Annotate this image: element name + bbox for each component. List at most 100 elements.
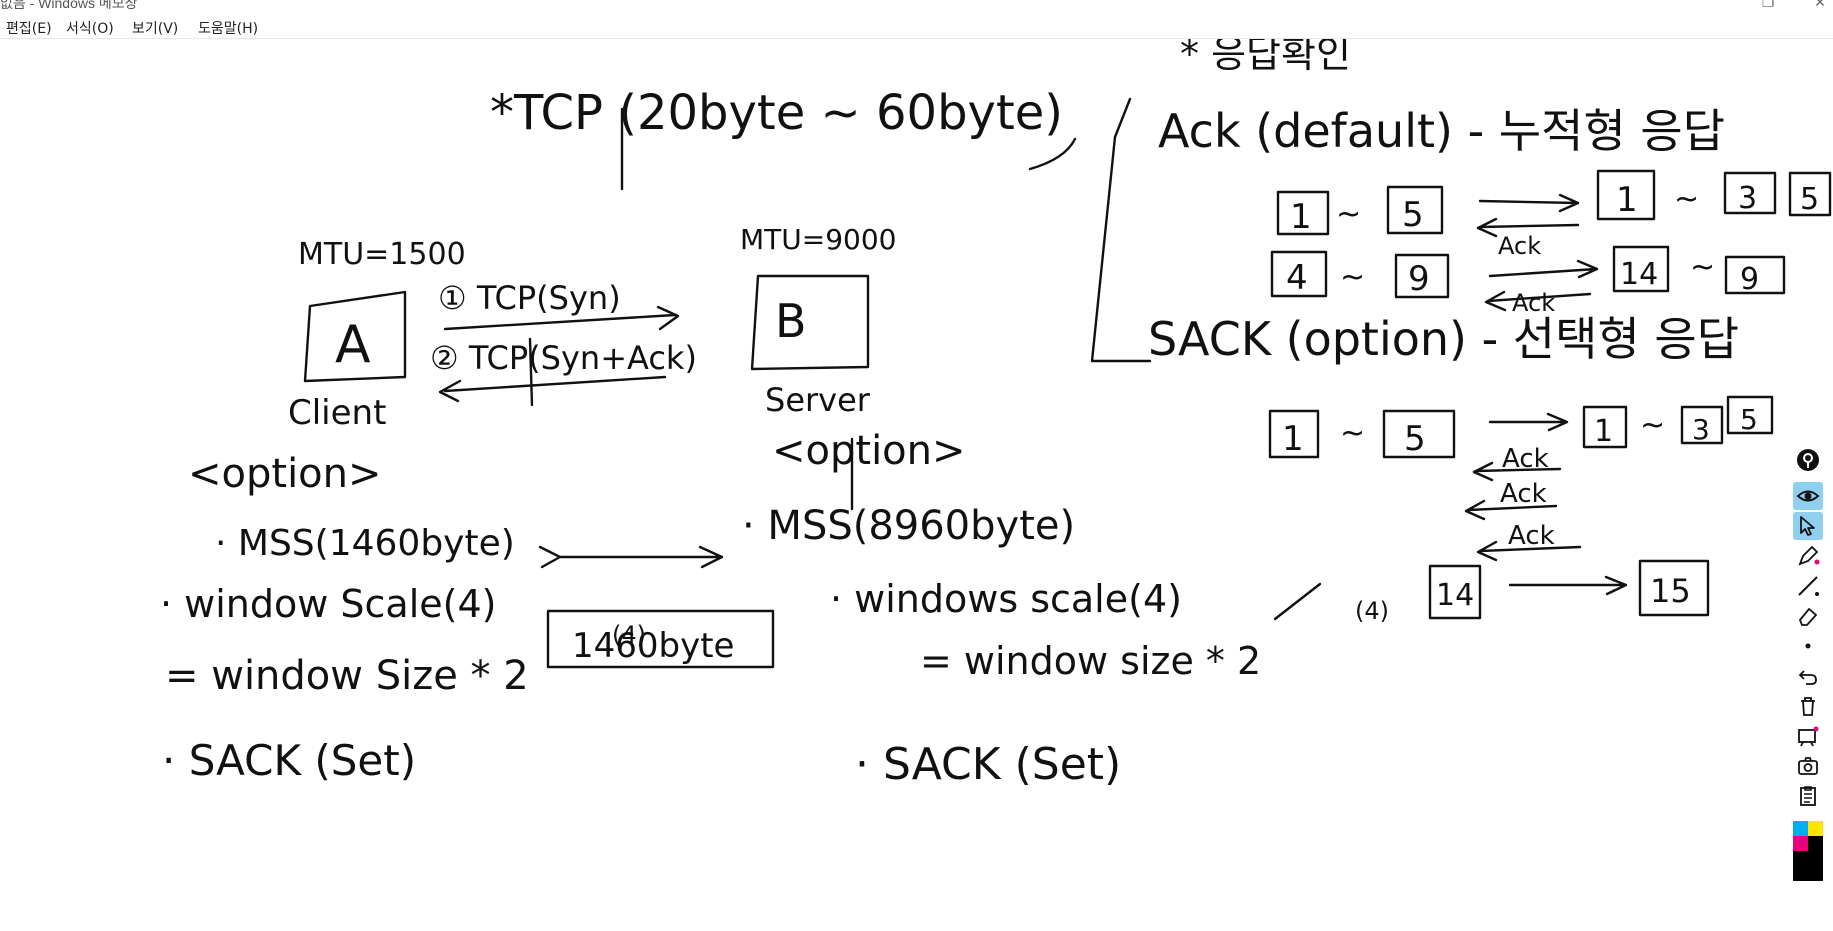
color-swatch-cyan[interactable] bbox=[1793, 821, 1808, 836]
seg-box bbox=[1582, 405, 1628, 449]
annotation-toolbar bbox=[1791, 446, 1825, 886]
server-label: Server bbox=[765, 381, 871, 419]
syn-arrow-stroke bbox=[443, 305, 680, 331]
camera-icon[interactable] bbox=[1793, 752, 1823, 780]
seg-tilde: ~ bbox=[1640, 408, 1665, 443]
seg-box bbox=[1394, 253, 1450, 299]
pointer-icon[interactable] bbox=[1793, 512, 1823, 540]
node-b-label: B bbox=[775, 294, 807, 348]
window-title: 없음 - Windows 메모장 bbox=[0, 0, 138, 11]
seg-box bbox=[1268, 409, 1320, 459]
ink-layer: *TCP (20byte ~ 60byte) * 응답확인 MTU=1500 M… bbox=[160, 39, 1832, 790]
seg-num: 1 bbox=[1282, 419, 1304, 459]
seg-tilde: ~ bbox=[1340, 260, 1365, 295]
seg-box bbox=[1276, 190, 1330, 236]
winscale-left: · window Scale(4) bbox=[160, 582, 496, 626]
mss-double-arrow-stroke bbox=[538, 545, 724, 569]
color-swatch-magenta[interactable] bbox=[1793, 836, 1808, 851]
seg-num: 1 bbox=[1594, 414, 1613, 449]
send-arrow-stroke bbox=[1478, 193, 1580, 213]
seg-num: 3 bbox=[1738, 181, 1757, 216]
seg-num: 5 bbox=[1404, 419, 1426, 459]
sack-left: · SACK (Set) bbox=[162, 736, 416, 785]
color-swatch-yellow[interactable] bbox=[1808, 821, 1823, 836]
drawing-canvas[interactable]: *TCP (20byte ~ 60byte) * 응답확인 MTU=1500 M… bbox=[0, 39, 1833, 931]
seg-box bbox=[1638, 559, 1710, 617]
clipboard-icon[interactable] bbox=[1793, 782, 1823, 810]
menu-help[interactable]: 도움말(H) bbox=[198, 21, 259, 37]
ack-text: Ack bbox=[1500, 479, 1547, 509]
seg-box bbox=[1428, 564, 1482, 620]
ack-text: Ack bbox=[1512, 289, 1555, 317]
seg-tilde: ~ bbox=[1674, 182, 1699, 217]
menu-view[interactable]: 보기(V) bbox=[132, 21, 179, 37]
sack-option-label: SACK (option) - 선택형 응답 bbox=[1148, 312, 1739, 366]
eraser-icon[interactable] bbox=[1793, 602, 1823, 630]
node-a-label: A bbox=[335, 315, 371, 375]
seg-num: 14 bbox=[1436, 578, 1474, 613]
seg-box bbox=[1382, 409, 1456, 459]
color-swatch-black[interactable] bbox=[1808, 836, 1823, 851]
dot-icon[interactable] bbox=[1793, 632, 1823, 660]
trash-icon[interactable] bbox=[1793, 692, 1823, 720]
pin-icon[interactable] bbox=[1793, 446, 1823, 474]
board-icon[interactable] bbox=[1793, 722, 1823, 750]
handshake-step-2: ② TCP(Syn+Ack) bbox=[430, 339, 697, 377]
mtu-a-label: MTU=1500 bbox=[298, 237, 466, 272]
winsize-left-exp: (4) bbox=[612, 621, 646, 649]
seg-box bbox=[1596, 169, 1656, 221]
mtu-b-label: MTU=9000 bbox=[740, 223, 896, 256]
ack-arrow-stroke bbox=[1472, 461, 1562, 482]
seg-tilde: ~ bbox=[1340, 416, 1365, 451]
ack-arrow-stroke bbox=[1484, 290, 1592, 312]
box-1460 bbox=[546, 609, 775, 669]
seg-tilde: ~ bbox=[1690, 250, 1715, 285]
menu-format[interactable]: 서식(O) bbox=[66, 21, 114, 37]
ack-arrow-stroke bbox=[1476, 217, 1580, 238]
winsize-right-exp: (4) bbox=[1355, 597, 1389, 625]
send-arrow-stroke bbox=[1488, 412, 1569, 432]
response-title: * 응답확인 bbox=[1180, 39, 1351, 76]
winscale-right-slash-stroke bbox=[1273, 582, 1322, 621]
bracket-stroke bbox=[1090, 97, 1152, 363]
seg-num: 3 bbox=[1692, 413, 1710, 446]
winsize-right: = window size * 2 bbox=[920, 639, 1261, 683]
box-1460-label: 1460byte bbox=[572, 626, 734, 666]
tcp-title-tail-stroke bbox=[1028, 137, 1077, 171]
seg-num: 5 bbox=[1800, 182, 1819, 217]
undo-icon[interactable] bbox=[1793, 662, 1823, 690]
ack-text: Ack bbox=[1498, 232, 1541, 260]
seg-num: 1 bbox=[1290, 197, 1312, 237]
winsize-left: = window Size * 2 bbox=[165, 653, 529, 699]
pen-icon[interactable] bbox=[1793, 542, 1823, 570]
ack-arrow-stroke bbox=[1476, 540, 1582, 562]
restore-icon[interactable]: ❐ bbox=[1761, 0, 1775, 10]
seg-num: 14 bbox=[1620, 257, 1658, 292]
seg-num: 4 bbox=[1286, 258, 1308, 298]
seg-box bbox=[1680, 405, 1724, 445]
menu-edit[interactable]: 편집(E) bbox=[6, 21, 52, 37]
seg-box bbox=[1723, 171, 1777, 215]
seg-num: 5 bbox=[1740, 403, 1758, 436]
tcp-title: *TCP (20byte ~ 60byte) bbox=[490, 85, 1063, 141]
node-b-box bbox=[750, 274, 870, 371]
ack-text: Ack bbox=[1508, 521, 1555, 551]
seg-num: 1 bbox=[1616, 180, 1638, 220]
seg-box bbox=[1612, 245, 1670, 293]
seg-num: 9 bbox=[1740, 262, 1759, 297]
close-icon[interactable]: ✕ bbox=[1814, 0, 1826, 10]
sack-right: · SACK (Set) bbox=[855, 739, 1121, 790]
ack-default-label: Ack (default) - 누적형 응답 bbox=[1158, 104, 1725, 158]
eye-icon[interactable] bbox=[1793, 482, 1823, 510]
seg-box bbox=[1270, 250, 1328, 298]
send-arrow-stroke bbox=[1488, 259, 1599, 279]
mss-right: · MSS(8960byte) bbox=[742, 503, 1075, 549]
seg-num: 5 bbox=[1402, 195, 1424, 235]
seg-tilde: ~ bbox=[1336, 197, 1361, 232]
line-icon[interactable] bbox=[1793, 572, 1823, 600]
seg-box bbox=[1788, 171, 1832, 217]
client-label: Client bbox=[288, 393, 386, 433]
seg-box bbox=[1726, 395, 1774, 435]
node-a-box bbox=[303, 290, 407, 383]
title-bar: 없음 - Windows 메모장 ❐ ✕ bbox=[0, 0, 1833, 14]
